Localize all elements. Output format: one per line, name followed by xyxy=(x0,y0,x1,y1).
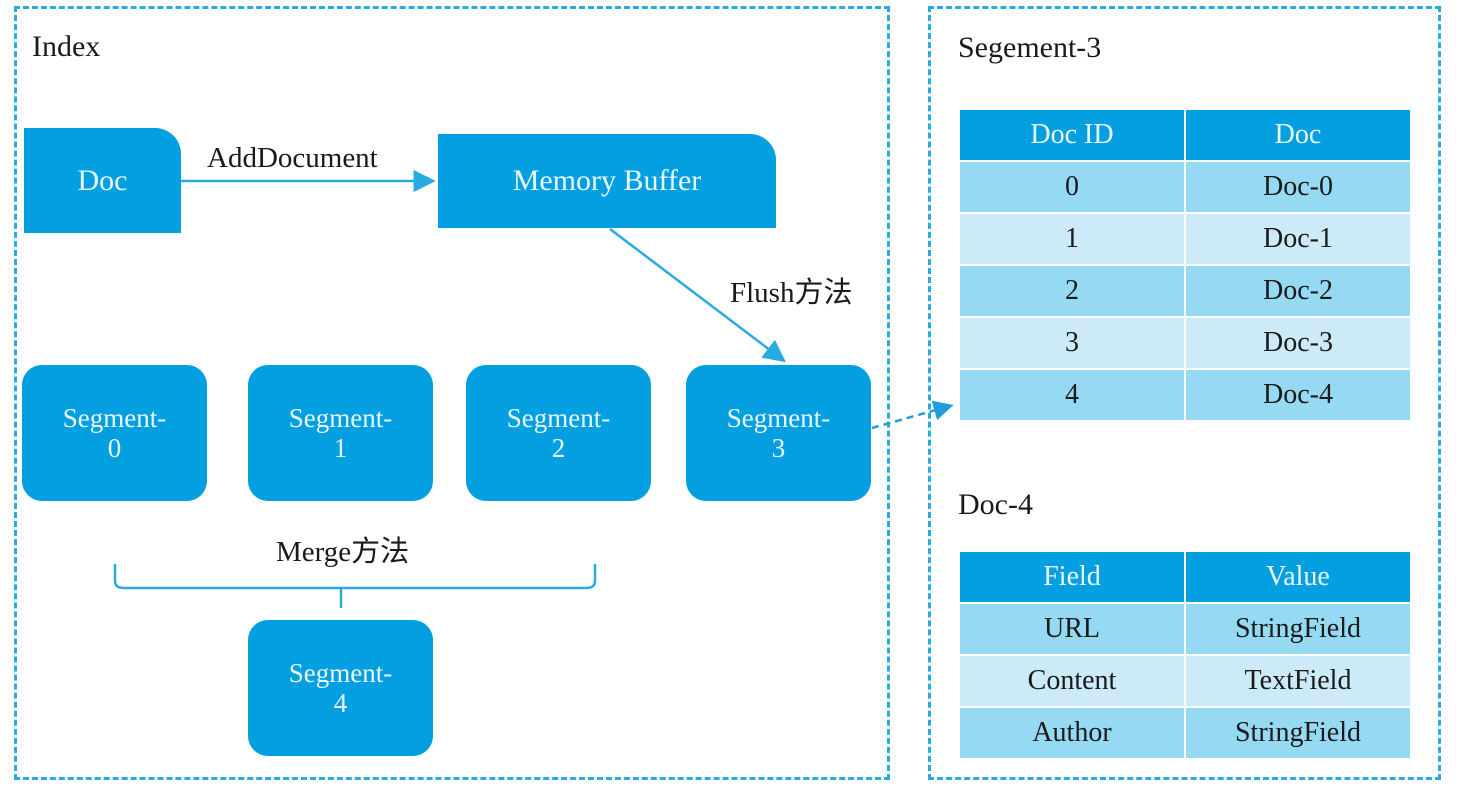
cell-doc-id: 1 xyxy=(960,214,1184,264)
cell-field: URL xyxy=(960,604,1184,654)
node-segment-1-label: Segment- 1 xyxy=(289,403,392,463)
column-header-doc-id: Doc ID xyxy=(960,110,1184,160)
node-segment-4-line2: 4 xyxy=(333,688,348,718)
cell-doc: Doc-2 xyxy=(1186,266,1410,316)
table-header-row: Doc ID Doc xyxy=(960,110,1410,160)
cell-doc: Doc-4 xyxy=(1186,370,1410,420)
cell-doc-id: 4 xyxy=(960,370,1184,420)
detail-panel xyxy=(928,6,1441,780)
node-segment-3[interactable]: Segment- 3 xyxy=(686,365,871,501)
edge-label-flush: Flush方法 xyxy=(730,277,853,309)
node-segment-2-line1: Segment- xyxy=(506,402,611,433)
node-segment-0-line2: 0 xyxy=(107,433,122,463)
table-row[interactable]: 3 Doc-3 xyxy=(960,318,1410,368)
node-memory-buffer[interactable]: Memory Buffer xyxy=(438,134,776,228)
node-segment-1[interactable]: Segment- 1 xyxy=(248,365,433,501)
cell-doc-id: 3 xyxy=(960,318,1184,368)
cell-doc: Doc-3 xyxy=(1186,318,1410,368)
segment-doc-table: Doc ID Doc 0 Doc-0 1 Doc-1 2 Doc-2 3 Doc… xyxy=(958,108,1412,422)
node-segment-2[interactable]: Segment- 2 xyxy=(466,365,651,501)
table-header-row: Field Value xyxy=(960,552,1410,602)
node-segment-0-label: Segment- 0 xyxy=(63,403,166,463)
index-panel-title: Index xyxy=(32,30,101,63)
node-segment-2-label: Segment- 2 xyxy=(507,403,610,463)
column-header-value: Value xyxy=(1186,552,1410,602)
node-segment-4-label: Segment- 4 xyxy=(289,658,392,718)
table-row[interactable]: Author StringField xyxy=(960,708,1410,758)
node-segment-3-line2: 3 xyxy=(771,433,786,463)
table-row[interactable]: 2 Doc-2 xyxy=(960,266,1410,316)
table-row[interactable]: 0 Doc-0 xyxy=(960,162,1410,212)
table-row[interactable]: 4 Doc-4 xyxy=(960,370,1410,420)
node-segment-1-line2: 1 xyxy=(333,433,348,463)
column-header-doc: Doc xyxy=(1186,110,1410,160)
node-segment-0[interactable]: Segment- 0 xyxy=(22,365,207,501)
cell-doc: Doc-0 xyxy=(1186,162,1410,212)
cell-value: TextField xyxy=(1186,656,1410,706)
node-segment-4-line1: Segment- xyxy=(288,657,393,688)
doc-field-table: Field Value URL StringField Content Text… xyxy=(958,550,1412,760)
table-row[interactable]: URL StringField xyxy=(960,604,1410,654)
cell-value: StringField xyxy=(1186,604,1410,654)
cell-doc-id: 0 xyxy=(960,162,1184,212)
table-row[interactable]: Content TextField xyxy=(960,656,1410,706)
column-header-field: Field xyxy=(960,552,1184,602)
cell-doc: Doc-1 xyxy=(1186,214,1410,264)
node-segment-4[interactable]: Segment- 4 xyxy=(248,620,433,756)
cell-value: StringField xyxy=(1186,708,1410,758)
node-segment-1-line1: Segment- xyxy=(288,402,393,433)
node-segment-0-line1: Segment- xyxy=(62,402,167,433)
node-doc-label: Doc xyxy=(77,163,128,197)
cell-doc-id: 2 xyxy=(960,266,1184,316)
node-segment-3-label: Segment- 3 xyxy=(727,403,830,463)
doc-table-title: Doc-4 xyxy=(958,488,1033,521)
edge-label-add-document: AddDocument xyxy=(207,142,378,174)
table-row[interactable]: 1 Doc-1 xyxy=(960,214,1410,264)
node-segment-3-line1: Segment- xyxy=(726,402,831,433)
cell-field: Author xyxy=(960,708,1184,758)
index-panel xyxy=(14,6,890,780)
node-segment-2-line2: 2 xyxy=(551,433,566,463)
edge-label-merge: Merge方法 xyxy=(276,536,410,568)
cell-field: Content xyxy=(960,656,1184,706)
node-memory-buffer-label: Memory Buffer xyxy=(512,164,702,198)
node-doc[interactable]: Doc xyxy=(24,128,181,233)
segment-table-title: Segement-3 xyxy=(958,31,1102,64)
